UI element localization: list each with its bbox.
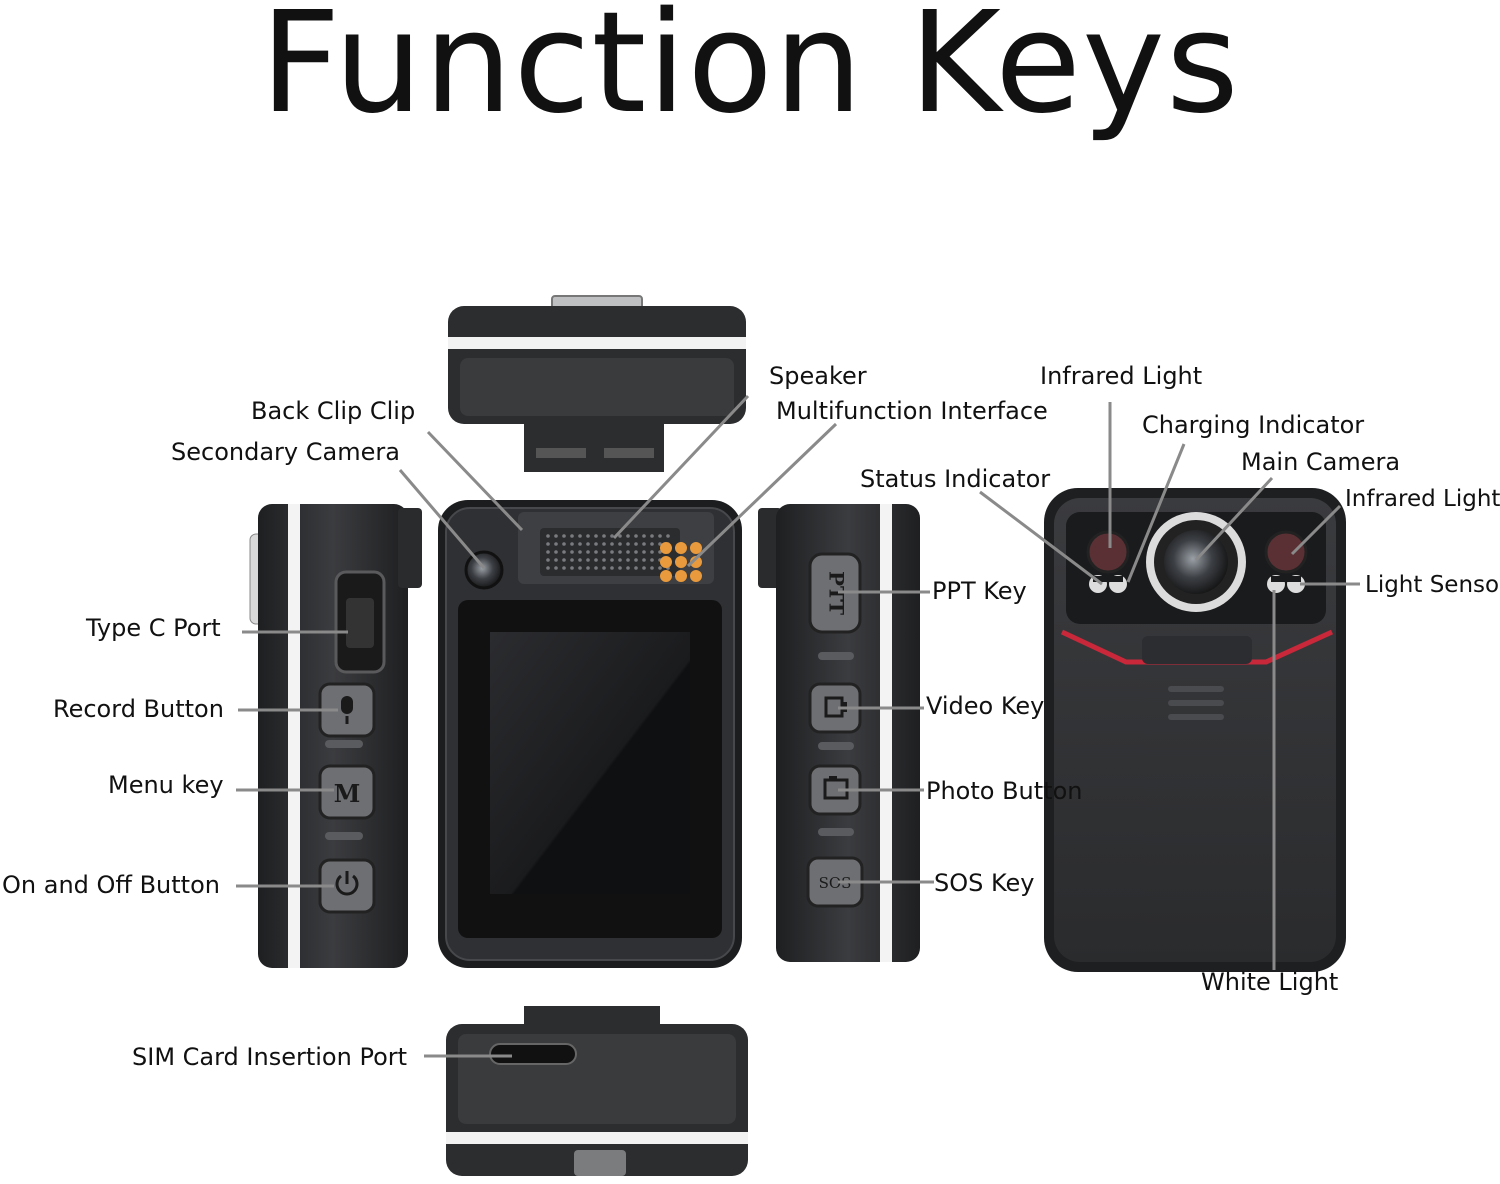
label-secondary-camera: Secondary Camera xyxy=(171,438,400,466)
front-view xyxy=(438,500,742,968)
leader-lines xyxy=(236,394,1360,1058)
rear-view xyxy=(1044,488,1346,972)
power-icon xyxy=(335,871,359,896)
sos-key-glyph: SOS xyxy=(819,874,852,892)
sim-card-slot xyxy=(489,1043,577,1065)
label-light-sensor: Light Sensor xyxy=(1365,572,1500,598)
bottom-view xyxy=(446,1006,748,1176)
label-charging-indicator: Charging Indicator xyxy=(1142,411,1365,439)
microphone-icon xyxy=(341,696,353,724)
label-menu-key: Menu key xyxy=(108,771,224,799)
top-view xyxy=(448,295,746,472)
label-multifunction-interface: Multifunction Interface xyxy=(776,397,1048,425)
label-sim-port: SIM Card Insertion Port xyxy=(132,1043,408,1071)
label-back-clip: Back Clip Clip xyxy=(251,397,416,425)
right-side-view: PTT SOS xyxy=(758,504,920,962)
label-infrared-light-right: Infrared Light xyxy=(1345,486,1500,512)
label-photo-button: Photo Button xyxy=(926,777,1083,805)
label-video-key: Video Key xyxy=(926,692,1045,720)
white-light-left xyxy=(1089,575,1127,593)
label-main-camera: Main Camera xyxy=(1241,448,1401,476)
menu-key-glyph: M xyxy=(334,779,361,808)
label-white-light: White Light xyxy=(1201,968,1339,996)
secondary-camera-lens xyxy=(464,550,504,590)
label-sos-key: SOS Key xyxy=(934,869,1035,897)
label-ppt-key: PPT Key xyxy=(932,577,1027,605)
label-record-button: Record Button xyxy=(53,695,224,723)
multifunction-pogo-pins xyxy=(660,542,702,582)
left-side-view: M xyxy=(249,504,422,968)
label-status-indicator: Status Indicator xyxy=(860,465,1051,493)
page-title: Function Keys xyxy=(260,0,1240,145)
speaker-grille xyxy=(540,528,680,576)
white-light-right xyxy=(1267,575,1305,593)
infrared-light-right xyxy=(1264,530,1308,574)
label-type-c-port: Type C Port xyxy=(86,614,221,642)
label-infrared-light-top: Infrared Light xyxy=(1040,362,1203,390)
infrared-light-left xyxy=(1086,530,1130,574)
label-speaker: Speaker xyxy=(769,362,867,390)
label-power-button: On and Off Button xyxy=(2,871,220,899)
